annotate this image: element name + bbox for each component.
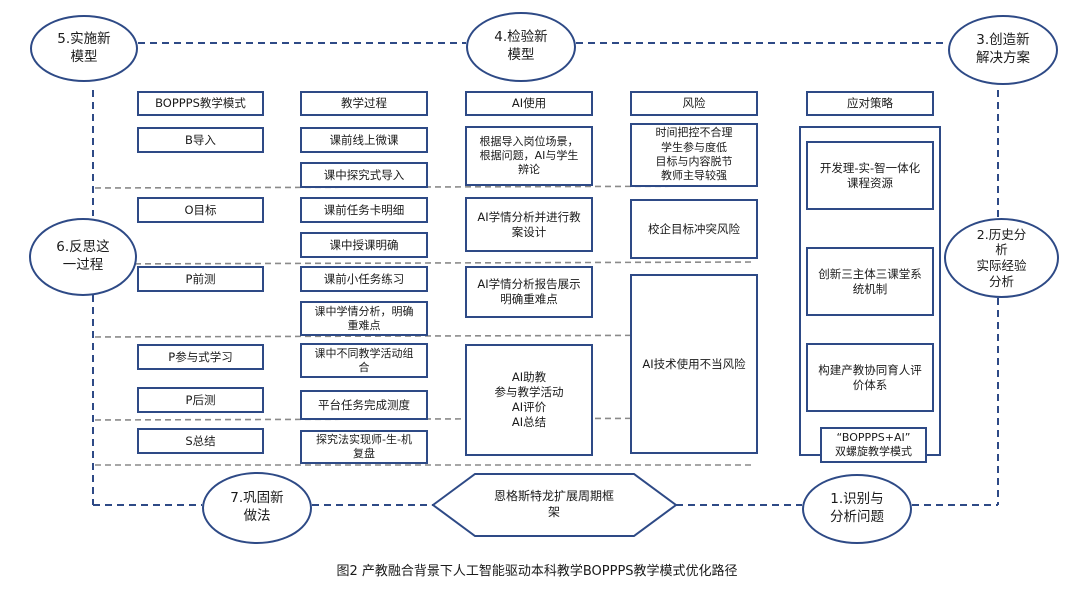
step-4-circle: 4.检验新 模型: [466, 12, 576, 82]
framework-hexagon: [431, 473, 678, 537]
step-5-circle: 5.实施新 模型: [30, 15, 138, 82]
process-item: 课中授课明确: [300, 232, 428, 258]
strategy-item: 构建产教协同育人评 价体系: [806, 343, 934, 412]
figure-caption: 图2 产教融合背景下人工智能驱动本科教学BOPPPS教学模式优化路径: [336, 564, 738, 579]
step-1-circle: 1.识别与 分析问题: [802, 474, 912, 544]
header-strategy: 应对策略: [806, 91, 934, 116]
process-item: 探究法实现师-生-机 复盘: [300, 430, 428, 464]
header-teaching-mode: BOPPPS教学模式: [137, 91, 264, 116]
ai-use-item: AI助教 参与教学活动 AI评价 AI总结: [465, 344, 593, 456]
framework-label: 恩格斯特龙扩展周期框 架: [493, 489, 614, 519]
process-item: 课中学情分析，明确 重难点: [300, 301, 428, 336]
header-ai-use: AI使用: [465, 91, 593, 116]
step-2-circle: 2.历史分 析 实际经验 分析: [944, 218, 1059, 298]
mode-p-posttest: P后测: [137, 387, 264, 413]
mode-b-intro: B导入: [137, 127, 264, 153]
ai-use-item: AI学情分析并进行教 案设计: [465, 197, 593, 252]
strategy-item: 开发理-实-智一体化 课程资源: [806, 141, 934, 210]
mode-p-pretest: P前测: [137, 266, 264, 292]
ai-use-item: 根据导入岗位场景， 根据问题，AI与学生 辨论: [465, 126, 593, 186]
mode-s-summary: S总结: [137, 428, 264, 454]
risk-item: 时间把控不合理 学生参与度低 目标与内容脱节 教师主导较强: [630, 123, 758, 187]
step-6-circle: 6.反思这 一过程: [29, 218, 137, 296]
header-teaching-process: 教学过程: [300, 91, 428, 116]
header-risk: 风险: [630, 91, 758, 116]
separator-2: [94, 261, 753, 265]
step-3-circle: 3.创造新 解决方案: [948, 15, 1058, 85]
process-item: 课前线上微课: [300, 127, 428, 153]
mode-o-objective: O目标: [137, 197, 264, 223]
strategy-item: 创新三主体三课堂系 统机制: [806, 247, 934, 316]
process-item: 课前小任务练习: [300, 266, 428, 292]
mode-p-participatory: P参与式学习: [137, 344, 264, 370]
step-7-circle: 7.巩固新 做法: [202, 472, 312, 544]
process-item: 课中探究式导入: [300, 162, 428, 188]
process-item: 课中不同教学活动组 合: [300, 343, 428, 378]
model-label-box: “BOPPPS+AI” 双螺旋教学模式: [820, 427, 927, 463]
ai-use-item: AI学情分析报告展示 明确重难点: [465, 266, 593, 318]
process-item: 课前任务卡明细: [300, 197, 428, 223]
process-item: 平台任务完成测度: [300, 390, 428, 420]
risk-item: AI技术使用不当风险: [630, 274, 758, 454]
risk-item: 校企目标冲突风险: [630, 199, 758, 259]
